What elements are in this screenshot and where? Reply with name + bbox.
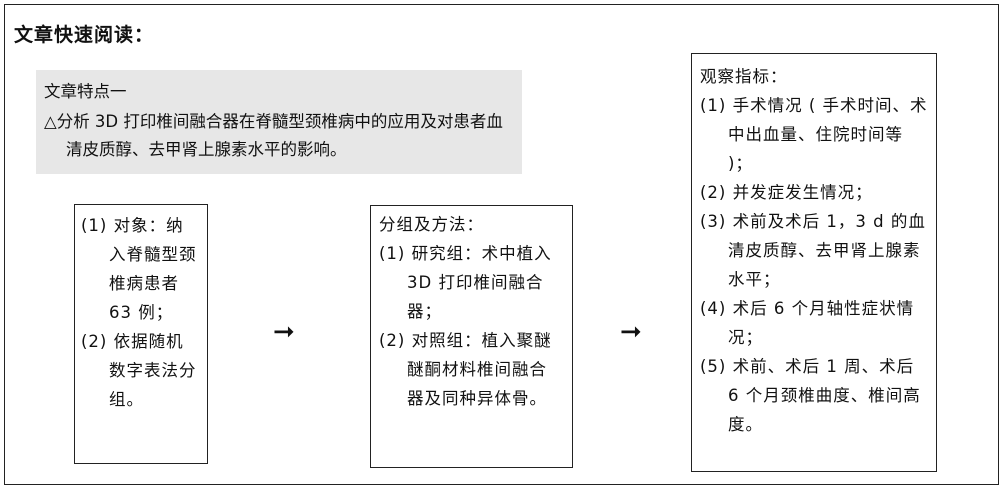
indicators-heading: 观察指标： bbox=[700, 67, 788, 86]
indicators-item-3: (3) 术前及术后 1，3 d 的血清皮质醇、去甲肾上腺素水平； bbox=[700, 212, 926, 289]
subjects-box: (1) 对象：纳入脊髓型颈椎病患者 63 例； (2) 依据随机数字表法分组。 bbox=[74, 204, 208, 464]
indicators-item-2: (2) 并发症发生情况； bbox=[700, 183, 873, 202]
indicators-item-1: (1) 手术情况 ( 手术时间、术中出血量、住院时间等 )； bbox=[700, 96, 928, 173]
features-panel: 文章特点一 △分析 3D 打印椎间融合器在脊髓型颈椎病中的应用及对患者血清皮质醇… bbox=[36, 70, 522, 174]
page-title: 文章快速阅读： bbox=[14, 24, 155, 46]
indicators-box: 观察指标： (1) 手术情况 ( 手术时间、术中出血量、住院时间等 )； (2)… bbox=[691, 53, 937, 472]
grouping-heading: 分组及方法： bbox=[379, 215, 484, 234]
subjects-item-2: (2) 依据随机数字表法分组。 bbox=[81, 332, 197, 409]
indicators-item-5: (5) 术前、术后 1 周、术后 6 个月颈椎曲度、椎间高度。 bbox=[700, 357, 921, 434]
indicators-item-4: (4) 术后 6 个月轴性症状情况； bbox=[700, 299, 915, 347]
right-arrow-icon: ➞ bbox=[273, 317, 295, 347]
features-heading: 文章特点一 bbox=[44, 82, 127, 101]
subjects-item-1: (1) 对象：纳入脊髓型颈椎病患者 63 例； bbox=[81, 216, 197, 322]
grouping-item-2: (2) 对照组：植入聚醚醚酮材料椎间融合器及同种异体骨。 bbox=[379, 331, 552, 408]
outer-frame bbox=[4, 4, 999, 485]
features-item: △分析 3D 打印椎间融合器在脊髓型颈椎病中的应用及对患者血清皮质醇、去甲肾上腺… bbox=[44, 112, 503, 159]
right-arrow-icon: ➞ bbox=[620, 317, 642, 347]
grouping-box: 分组及方法： (1) 研究组：术中植入 3D 打印椎间融合器； (2) 对照组：… bbox=[370, 205, 573, 468]
grouping-item-1: (1) 研究组：术中植入 3D 打印椎间融合器； bbox=[379, 244, 552, 321]
